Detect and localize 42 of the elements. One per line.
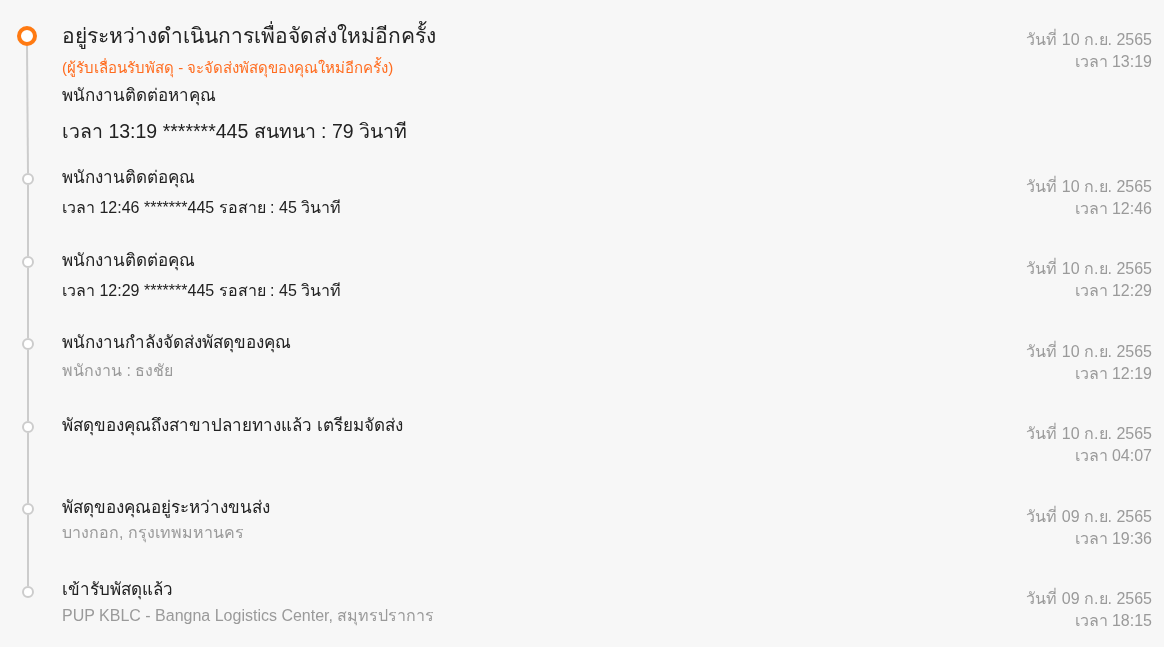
call-log: เวลา 12:46 *******445 รอสาย : 45 วินาที xyxy=(62,198,342,218)
event-time: เวลา 12:19 xyxy=(1074,364,1152,384)
timeline-line xyxy=(26,45,29,174)
timeline-ring-icon xyxy=(17,26,37,46)
event-title: พัสดุของคุณอยู่ระหว่างขนส่ง xyxy=(62,497,270,520)
timeline-ring-icon xyxy=(22,503,34,515)
event-detail: บางกอก, กรุงเทพมหานคร xyxy=(62,523,244,544)
event-detail: พนักงาน : ธงชัย xyxy=(62,361,174,381)
event-time: เวลา 12:46 xyxy=(1074,199,1152,219)
timeline-ring-icon xyxy=(22,338,34,350)
event-detail: พนักงานติดต่อหาคุณ xyxy=(62,85,216,108)
event-time: เวลา 19:36 xyxy=(1074,529,1152,549)
event-date: วันที่ 10 ก.ย. 2565 xyxy=(1026,29,1152,50)
event-note: (ผู้รับเลื่อนรับพัสดุ - จะจัดส่งพัสดุของคุณใหม่อีกครั้ง) xyxy=(62,58,394,78)
timeline-line xyxy=(27,432,29,504)
event-time: เวลา 18:15 xyxy=(1074,611,1152,631)
event-title: เข้ารับพัสดุแล้ว xyxy=(62,579,173,602)
call-log: เวลา 12:29 *******445 รอสาย : 45 วินาที xyxy=(62,281,342,301)
event-time: เวลา 13:19 xyxy=(1074,52,1152,72)
event-date: วันที่ 10 ก.ย. 2565 xyxy=(1026,176,1152,197)
event-date: วันที่ 10 ก.ย. 2565 xyxy=(1026,258,1152,279)
event-date: วันที่ 10 ก.ย. 2565 xyxy=(1026,341,1152,362)
event-title: พนักงานติดต่อคุณ xyxy=(62,167,195,190)
timeline-ring-icon xyxy=(22,586,34,598)
event-detail: PUP KBLC - Bangna Logistics Center, สมุทรปราการ xyxy=(62,606,435,627)
event-date: วันที่ 09 ก.ย. 2565 xyxy=(1026,588,1152,609)
timeline-line xyxy=(27,349,29,422)
timeline-ring-icon xyxy=(22,256,34,268)
timeline-ring-icon xyxy=(22,421,34,433)
event-title: พนักงานกำลังจัดส่งพัสดุของคุณ xyxy=(62,332,291,355)
event-title: พนักงานติดต่อคุณ xyxy=(62,250,195,273)
event-title: พัสดุของคุณถึงสาขาปลายทางแล้ว เตรียมจัดส่ง xyxy=(62,415,403,438)
event-time: เวลา 04:07 xyxy=(1074,446,1152,466)
timeline-ring-icon xyxy=(22,173,34,185)
event-date: วันที่ 10 ก.ย. 2565 xyxy=(1026,423,1152,444)
event-date: วันที่ 09 ก.ย. 2565 xyxy=(1026,506,1152,527)
event-time: เวลา 12:29 xyxy=(1074,281,1152,301)
event-title: อยู่ระหว่างดำเนินการเพื่อจัดส่งใหม่อีกครั้ง xyxy=(62,22,436,50)
timeline-line xyxy=(27,514,29,587)
timeline-line xyxy=(27,184,29,257)
timeline-line xyxy=(27,267,29,339)
call-log: เวลา 13:19 *******445 สนทนา : 79 วินาที xyxy=(62,119,408,144)
